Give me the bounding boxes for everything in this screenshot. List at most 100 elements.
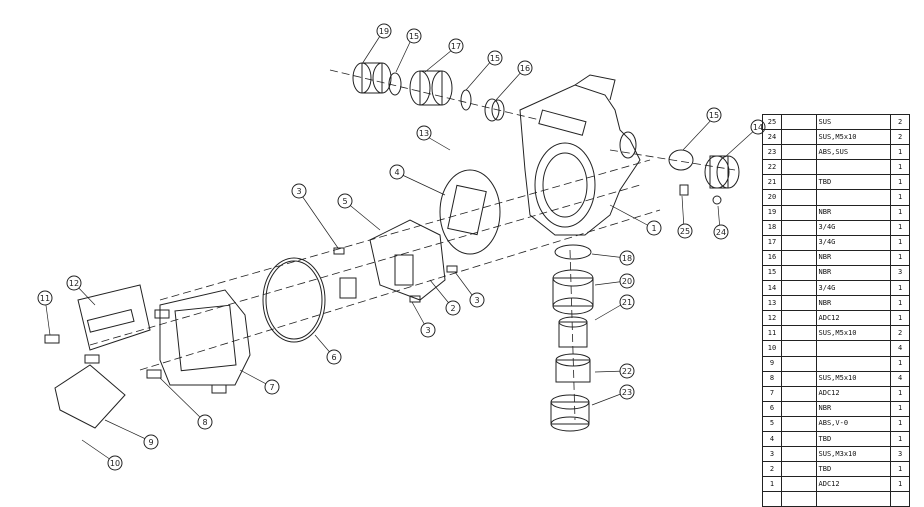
- svg-text:1: 1: [651, 224, 656, 233]
- bom-cell-name: [780, 264, 817, 282]
- bom-header-name: [780, 491, 817, 507]
- bom-header-qty: [890, 491, 910, 507]
- bom-cell-no: 14: [762, 280, 782, 297]
- screws: [44, 247, 458, 394]
- bom-cell-material: ADC12: [815, 385, 892, 402]
- bom-cell-material: SUS,M3x10: [815, 446, 892, 463]
- bom-cell-qty: 3: [890, 446, 910, 463]
- callout-8: 8: [197, 414, 213, 430]
- bom-cell-material: [815, 159, 892, 176]
- leader-lines: [44, 35, 758, 463]
- bom-cell-name: [780, 189, 817, 206]
- plug-group-right: [668, 149, 740, 205]
- callout-4: 4: [389, 164, 405, 180]
- bom-cell-name: [780, 129, 817, 146]
- bom-cell-name: [780, 280, 817, 297]
- svg-text:21: 21: [622, 298, 632, 307]
- bom-cell-name: [780, 415, 817, 432]
- bom-cell-no: 10: [762, 340, 782, 357]
- svg-text:2: 2: [450, 304, 455, 313]
- bom-cell-name: [780, 400, 817, 417]
- bom-cell-qty: 1: [890, 430, 910, 448]
- bom-cell-material: NBR: [815, 295, 892, 312]
- bom-header-row: [762, 491, 910, 507]
- o-ring-large-inner: [265, 260, 323, 340]
- bom-cell-qty: 1: [890, 219, 910, 236]
- bom-cell-material: SUS,M5x10: [815, 370, 892, 387]
- bom-cell-no: 4: [762, 430, 782, 448]
- bom-cell-qty: 1: [890, 295, 910, 312]
- bom-cell-name: [780, 476, 817, 493]
- bom-cell-qty: 1: [890, 159, 910, 176]
- bom-cell-no: 5: [762, 415, 782, 432]
- bom-cell-no: 11: [762, 325, 782, 342]
- sensor-holder: [339, 219, 446, 301]
- svg-text:6: 6: [331, 353, 336, 362]
- bom-cell-qty: 1: [890, 385, 910, 402]
- bom-cell-name: [780, 430, 817, 448]
- main-housing: [519, 74, 641, 236]
- svg-text:9: 9: [148, 438, 153, 447]
- bom-cell-material: SUS,M5x10: [815, 325, 892, 342]
- bom-cell-qty: 4: [890, 370, 910, 387]
- bom-cell-qty: 2: [890, 113, 910, 131]
- bom-cell-material: [815, 189, 892, 206]
- svg-text:22: 22: [622, 367, 632, 376]
- svg-text:7: 7: [269, 383, 274, 392]
- bom-cell-qty: 1: [890, 144, 910, 161]
- bom-cell-no: 3: [762, 446, 782, 463]
- callout-12: 12: [66, 275, 82, 291]
- callout-22: 22: [619, 363, 635, 379]
- bom-cell-name: [780, 219, 817, 236]
- callout-3-b: 3: [469, 292, 485, 308]
- callout-15-r: 15: [706, 107, 722, 123]
- callout-20: 20: [619, 273, 635, 289]
- callout-11: 11: [37, 290, 53, 306]
- svg-text:20: 20: [622, 277, 632, 286]
- callout-19: 19: [376, 23, 392, 39]
- svg-text:17: 17: [451, 42, 461, 51]
- bom-cell-no: 15: [762, 264, 782, 282]
- bom-cell-material: TBD: [815, 174, 892, 191]
- bottom-sensor-stack: [550, 244, 594, 432]
- bom-cell-qty: 1: [890, 415, 910, 432]
- bom-cell-material: NBR: [815, 204, 892, 221]
- bom-cell-name: [780, 325, 817, 342]
- bom-cell-material: NBR: [815, 400, 892, 417]
- bom-cell-name: [780, 370, 817, 387]
- bom-cell-name: [780, 113, 817, 131]
- callout-24: 24: [713, 224, 729, 240]
- bom-cell-qty: 1: [890, 234, 910, 251]
- bom-cell-qty: 1: [890, 189, 910, 206]
- svg-text:8: 8: [202, 418, 207, 427]
- bom-cell-no: 17: [762, 234, 782, 251]
- bom-cell-material: 3/4G: [815, 234, 892, 251]
- svg-text:11: 11: [40, 294, 50, 303]
- bom-cell-name: [780, 295, 817, 312]
- svg-text:18: 18: [622, 254, 632, 263]
- bom-cell-qty: 1: [890, 280, 910, 297]
- bom-cell-no: 24: [762, 129, 782, 146]
- bom-cell-qty: 4: [890, 340, 910, 357]
- svg-text:14: 14: [753, 123, 763, 132]
- bom-cell-qty: 1: [890, 400, 910, 417]
- bom-cell-material: ABS,SUS: [815, 144, 892, 161]
- bom-cell-material: [815, 355, 892, 372]
- bom-cell-no: 12: [762, 310, 782, 327]
- o-ring-large: [262, 257, 326, 343]
- bom-cell-no: 8: [762, 370, 782, 387]
- bom-cell-qty: 1: [890, 310, 910, 327]
- svg-text:15: 15: [409, 32, 419, 41]
- bom-header-material: [815, 491, 892, 507]
